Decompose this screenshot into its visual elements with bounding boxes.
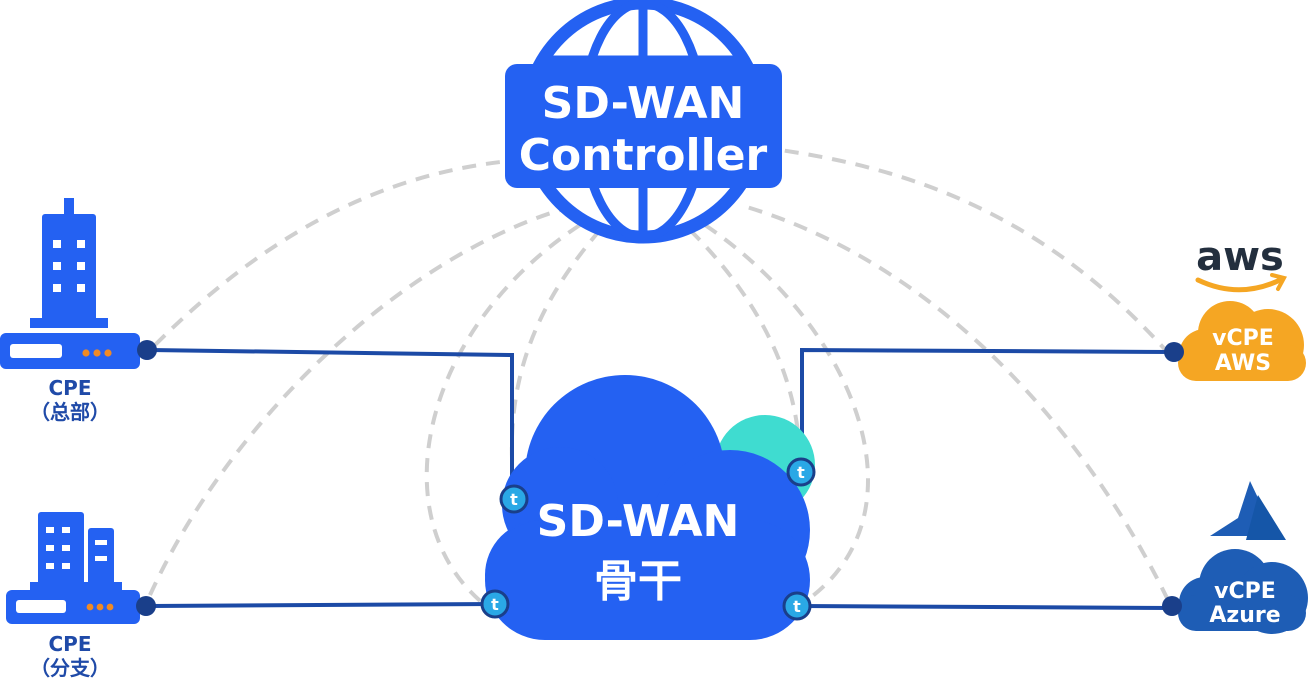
azure-site: vCPE Azure — [1162, 481, 1308, 634]
tunnel-badge-icon: t — [480, 589, 510, 619]
data-link-hq — [149, 348, 514, 497]
hq-cpe-device-icon — [0, 333, 157, 369]
branch-cpe-device-icon — [6, 590, 156, 624]
controller-title-line2: Controller — [519, 130, 768, 181]
tunnel-badge-icon: t — [782, 591, 812, 621]
azure-port — [1162, 596, 1182, 616]
hq-cpe-label-line1: CPE — [48, 376, 92, 400]
aws-cloud-icon — [1178, 301, 1306, 381]
control-link-backbone-right-a — [688, 228, 802, 466]
branch-cpe-label-line1: CPE — [48, 632, 92, 656]
hq-cpe-label: CPE （总部） — [20, 376, 120, 424]
tunnel-badge-icon: t — [786, 457, 816, 487]
svg-text:t: t — [793, 597, 801, 616]
control-link-azure — [739, 203, 1170, 601]
branch-cpe-label: CPE （分支） — [20, 632, 120, 680]
branch-building-icon — [30, 512, 122, 590]
control-link-hq — [153, 158, 521, 347]
backbone-cloud: SD-WAN 骨干 — [485, 375, 815, 640]
branch-site — [6, 512, 156, 624]
controller-globe: SD-WAN Controller — [505, 0, 782, 244]
azure-label-line1: vCPE — [1214, 579, 1276, 604]
control-link-branch — [148, 208, 561, 596]
branch-port — [136, 596, 156, 616]
tunnel-badges: t t t t — [480, 457, 816, 621]
svg-text:t: t — [510, 490, 518, 509]
aws-site: aws vCPE AWS — [1164, 234, 1306, 381]
branch-cpe-label-line2: （分支） — [30, 656, 110, 680]
aws-logo-text: aws — [1196, 234, 1284, 280]
data-link-azure — [799, 604, 1173, 610]
controller-label-box — [505, 64, 782, 188]
backbone-title-line2: 骨干 — [594, 556, 682, 607]
aws-label-line1: vCPE — [1212, 326, 1274, 351]
aws-port — [1164, 342, 1184, 362]
backbone-title-line1: SD-WAN — [537, 496, 740, 547]
controller-title-line1: SD-WAN — [542, 78, 745, 129]
data-link-branch — [149, 602, 496, 608]
tunnel-badge-icon: t — [499, 484, 529, 514]
hq-port — [137, 340, 157, 360]
svg-text:t: t — [797, 463, 805, 482]
hq-cpe-label-line2: （总部） — [30, 400, 110, 424]
svg-text:t: t — [491, 595, 499, 614]
aws-label-line2: AWS — [1215, 351, 1271, 376]
hq-building-icon — [30, 198, 108, 328]
data-link-aws — [800, 347, 1173, 470]
control-link-backbone-right-b — [703, 223, 870, 607]
aws-smile-icon — [1195, 276, 1285, 293]
control-link-backbone-left-b — [424, 223, 582, 607]
hq-site — [0, 198, 157, 369]
azure-logo-icon — [1210, 481, 1286, 540]
azure-label-line2: Azure — [1209, 603, 1280, 628]
data-links — [149, 347, 1173, 610]
control-link-aws — [779, 148, 1172, 357]
azure-cloud-icon — [1178, 549, 1308, 634]
